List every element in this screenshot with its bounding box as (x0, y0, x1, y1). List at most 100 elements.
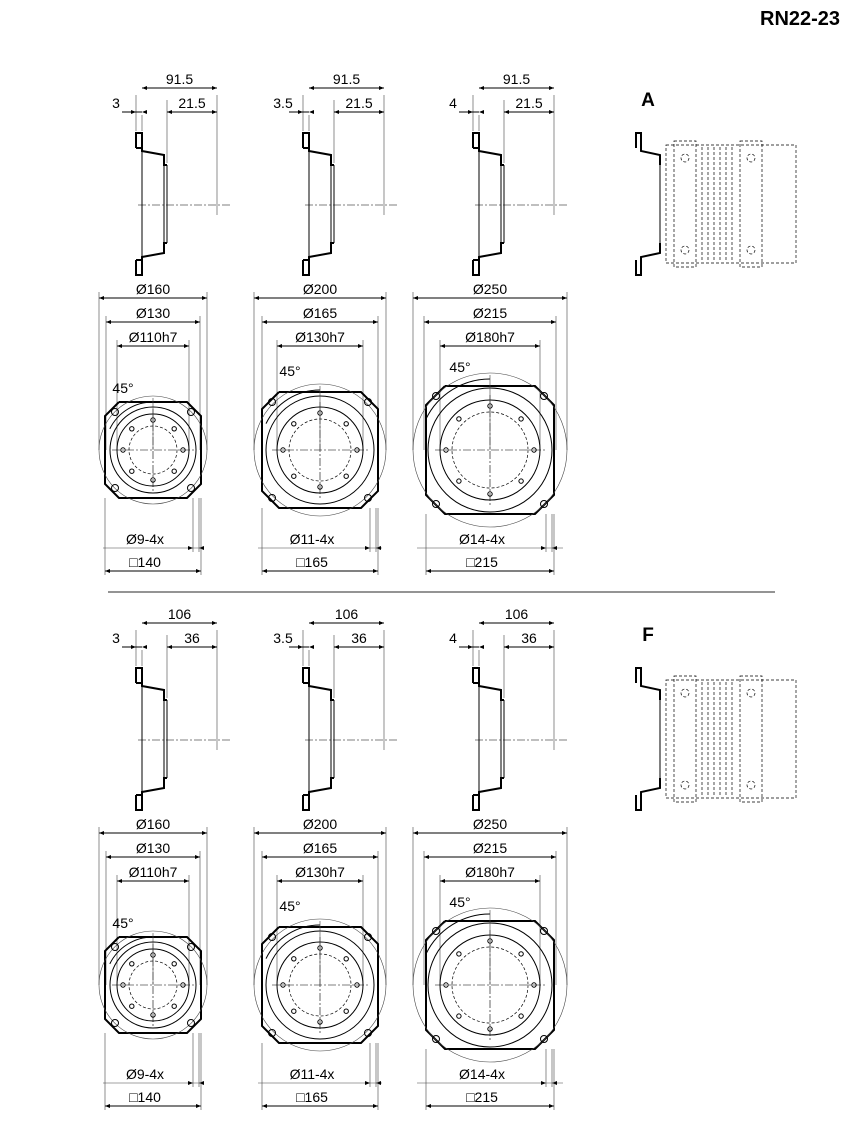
arrowhead (298, 110, 303, 114)
mounting-hole (187, 484, 195, 492)
arrowhead (379, 645, 384, 649)
angle-arc (425, 378, 491, 419)
page-code: RN22-23 (760, 8, 841, 30)
bolt-hole (291, 421, 297, 427)
arrowhead (479, 86, 484, 90)
section-letter: A (641, 90, 655, 111)
arrowhead (277, 344, 282, 348)
mounting-hole (187, 943, 195, 951)
arrowhead (262, 320, 267, 324)
arrowhead (196, 569, 201, 573)
arrowhead (549, 110, 554, 114)
hole-dim-label: Ø14-4x (459, 531, 505, 547)
bolt-hole (150, 477, 156, 483)
arrowhead (479, 110, 484, 114)
hole-dim-label: Ø11-4x (290, 1066, 335, 1082)
arrowhead (426, 1104, 431, 1108)
mounting-hole (432, 1035, 440, 1043)
bolt-hole (343, 473, 349, 479)
arrowhead (479, 645, 484, 649)
mounting-hole (268, 933, 276, 941)
arrowhead (549, 621, 554, 625)
arrowhead (334, 645, 339, 649)
angle-arc (265, 924, 321, 959)
square-dim-label: □215 (466, 1089, 498, 1105)
side-view (472, 630, 567, 811)
outer-diameter-dim-label: Ø250 (473, 281, 507, 297)
arrowhead (117, 344, 122, 348)
arrowhead (309, 645, 314, 649)
bolt-symbol (746, 688, 756, 698)
bolt-circle-dim-label: Ø165 (303, 305, 337, 321)
overall-length-dim-label: 106 (335, 606, 359, 622)
overall-length-dim-label: 91.5 (503, 71, 530, 87)
overall-length-dim: 106 (309, 606, 384, 625)
arrowhead (551, 320, 556, 324)
arrowhead (202, 296, 207, 300)
arrowhead (131, 110, 136, 114)
mounting-hole (540, 1035, 548, 1043)
spigot-length-dim: 21.5 (504, 95, 554, 114)
side-view (472, 95, 567, 276)
outer-diameter-dim: Ø160 (99, 281, 207, 300)
bolt-circle-dim-label: Ø130 (136, 305, 170, 321)
bolt-symbol (746, 780, 756, 790)
arrowhead (106, 320, 111, 324)
arrowhead (468, 110, 473, 114)
flange-body-outline (104, 401, 202, 499)
bolt-circle-dim-label: Ø130 (136, 840, 170, 856)
arrowhead (184, 344, 189, 348)
hole-dim-label: Ø14-4x (459, 1066, 505, 1082)
side-view (302, 95, 397, 276)
offset-dim: 4 (449, 95, 484, 114)
arrowhead (381, 831, 386, 835)
assembly-illustration (635, 667, 797, 811)
mounting-hole (187, 1019, 195, 1027)
bolt-hole (343, 421, 349, 427)
bolt-hole (180, 982, 186, 988)
bolt-hole (180, 447, 186, 453)
outer-circle (98, 395, 208, 505)
arrowhead (188, 1081, 193, 1085)
bolt-hole (291, 473, 297, 479)
gearbox-block (673, 675, 697, 803)
pilot-diameter-dim-label: Ø180h7 (465, 329, 515, 345)
bolt-symbol (680, 780, 690, 790)
square-dim: □140 (105, 1089, 201, 1108)
arrowhead (105, 1104, 110, 1108)
arrowhead (381, 296, 386, 300)
arrowhead (535, 344, 540, 348)
arrowhead (167, 645, 172, 649)
arrowhead (212, 86, 217, 90)
arrowhead (105, 569, 110, 573)
arrowhead (142, 645, 147, 649)
outer-circle (98, 930, 208, 1040)
pilot-diameter-dim: Ø130h7 (277, 329, 363, 348)
bolt-hole (443, 982, 449, 988)
arrowhead (379, 86, 384, 90)
bolt-hole (120, 982, 126, 988)
bolt-circle-dim-label: Ø215 (473, 840, 507, 856)
overall-length-dim-label: 91.5 (333, 71, 360, 87)
overall-length-dim-label: 106 (505, 606, 529, 622)
hidden-circle (451, 411, 529, 489)
angle-label: 45° (112, 915, 133, 931)
square-dim-label: □140 (129, 1089, 161, 1105)
outer-diameter-dim-label: Ø160 (136, 281, 170, 297)
arrowhead (262, 855, 267, 859)
bolt-symbol (680, 688, 690, 698)
arrowhead (99, 296, 104, 300)
offset-dim-label: 4 (449, 95, 457, 111)
arrowhead (541, 1081, 546, 1085)
hidden-circle (451, 946, 529, 1024)
arrowhead (504, 110, 509, 114)
square-dim: □165 (262, 554, 378, 573)
bolt-hole (531, 982, 537, 988)
gearbox-outline (665, 144, 797, 264)
hole-dim: Ø11-4x (258, 1066, 382, 1085)
arrowhead (365, 1081, 370, 1085)
